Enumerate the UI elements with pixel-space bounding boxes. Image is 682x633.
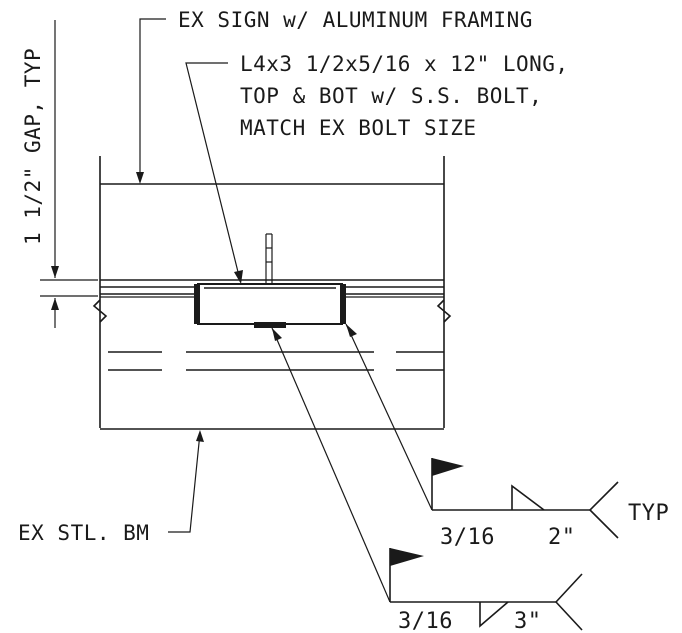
weld-upper-tail-note: TYP [628,501,669,526]
sign-note: EX SIGN w/ ALUMINUM FRAMING [178,8,533,32]
weld-lower-size: 3/16 [398,609,453,633]
gap-note: 1 1/2" GAP, TYP [21,48,45,245]
sign-callout: EX SIGN w/ ALUMINUM FRAMING [136,8,533,184]
gap-dimension: 1 1/2" GAP, TYP [21,20,98,328]
weld-lower-length: 3" [514,609,542,633]
break-left-symbol [92,299,108,323]
beam-note: EX STL. BM [18,521,149,545]
bolt-icon [265,233,273,284]
hidden-beam-lines [108,351,444,371]
field-weld-flag-icon [390,548,424,566]
weld-upper-length: 2" [548,525,576,550]
beam-callout: EX STL. BM [18,430,204,545]
angle-note-line2: TOP & BOT w/ S.S. BOLT, [240,84,542,108]
angle-note-line1: L4x3 1/2x5/16 x 12" LONG, [240,52,569,76]
angle-callout: L4x3 1/2x5/16 x 12" LONG, TOP & BOT w/ S… [185,52,569,284]
weld-upper-size: 3/16 [440,525,495,550]
weld-symbol-lower: 3/16 3" [271,327,583,633]
angle-note-line3: MATCH EX BOLT SIZE [240,116,477,140]
break-right-symbol [436,299,452,323]
weld-symbol-upper: 3/16 2" TYP [345,323,669,550]
angle-clip [194,233,346,328]
field-weld-flag-icon [432,458,464,476]
